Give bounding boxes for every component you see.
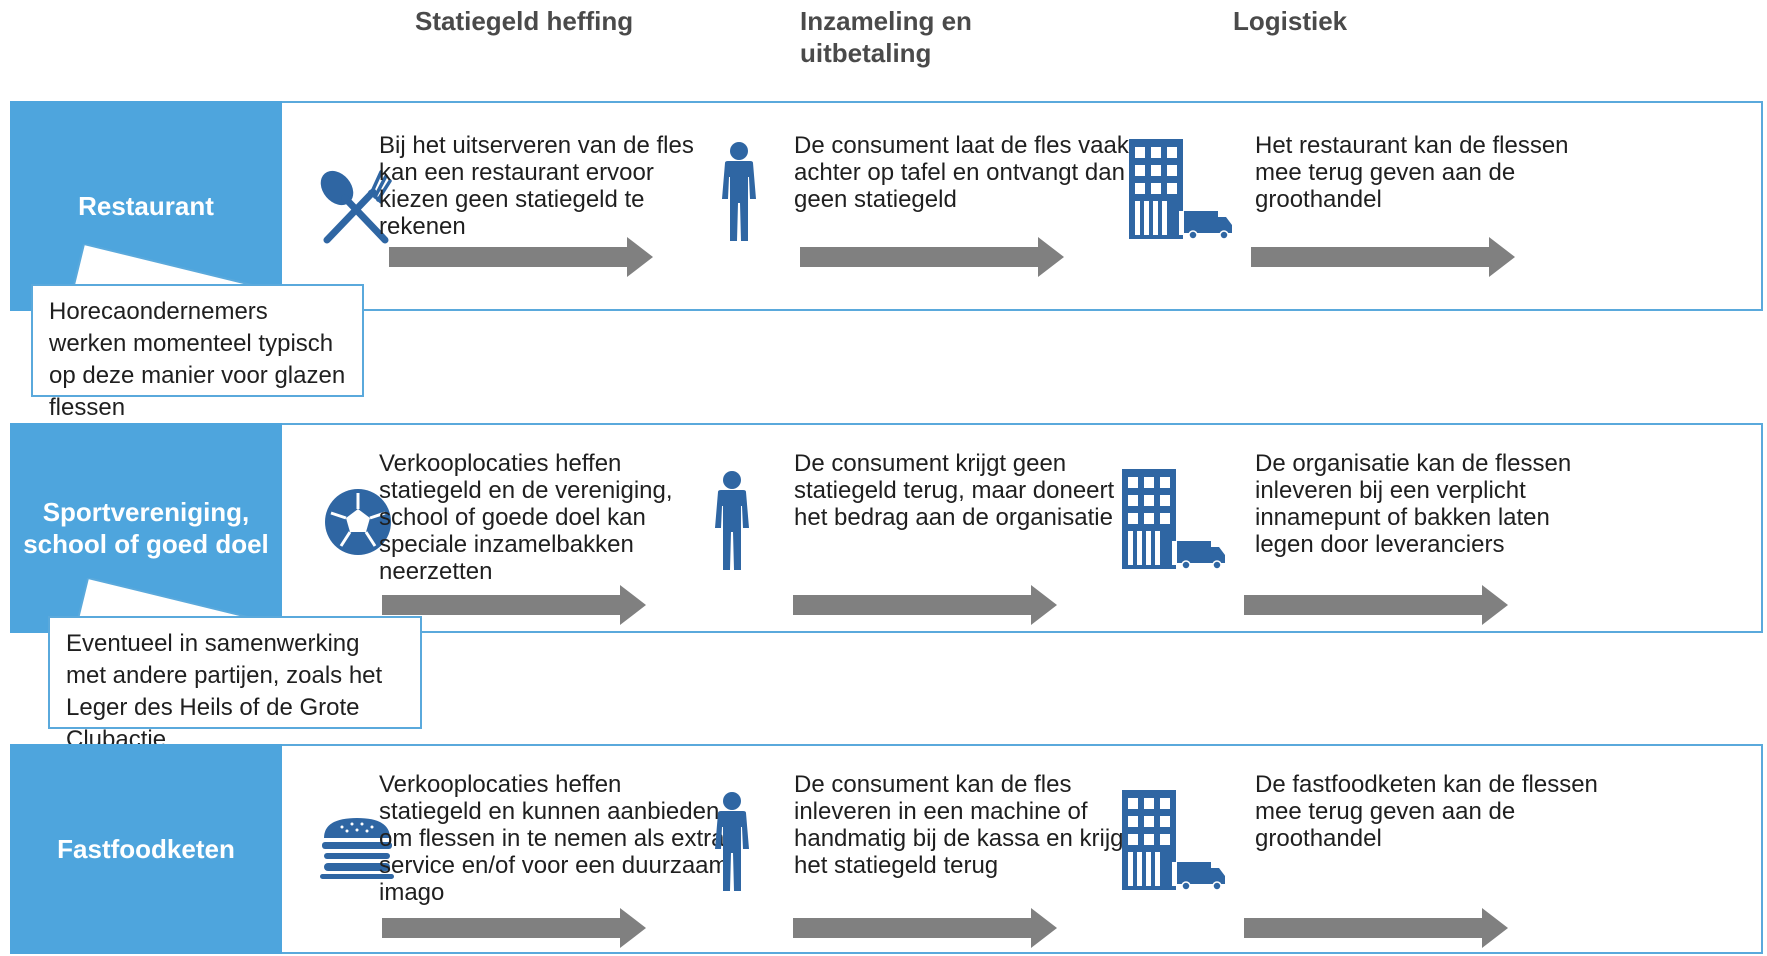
restaurant-inzameling-text: De consument laat de fles vaak achter op… xyxy=(794,132,1129,213)
soccer-ball-icon xyxy=(325,489,391,555)
person-icon xyxy=(719,141,759,241)
cutlery-icon xyxy=(320,170,392,244)
callout-samenwerking: Eventueel in samenwerking met andere par… xyxy=(48,616,422,753)
burger-icon xyxy=(320,818,394,879)
row-label-text: Sportvereniging, school of goed doel xyxy=(23,497,269,559)
column-header-inzameling-line1: Inzameling en xyxy=(800,6,972,36)
person-icon xyxy=(712,470,752,570)
building-truck-icon xyxy=(1122,469,1226,569)
building-truck-icon xyxy=(1129,139,1233,239)
arrow-right xyxy=(1251,237,1515,277)
restaurant-statiegeld-text: Bij het uitserveren van de fles kan een … xyxy=(379,132,694,240)
column-header-statiegeld-heffing: Statiegeld heffing xyxy=(415,6,634,36)
arrow-right xyxy=(1244,585,1508,625)
arrow-right xyxy=(389,237,653,277)
callout-tail xyxy=(73,244,252,286)
column-header-inzameling-line2: uitbetaling xyxy=(800,38,932,68)
arrow-right xyxy=(1244,908,1508,948)
arrow-right xyxy=(793,908,1057,948)
sport-logistiek-text: De organisatie kan de flessen inleveren … xyxy=(1255,450,1572,558)
row-label-fastfoodketen: Fastfoodketen xyxy=(10,744,282,954)
fastfood-inzameling-text: De consument kan de fles inleveren in ee… xyxy=(794,771,1131,879)
row-label-text: Fastfoodketen xyxy=(57,834,235,864)
row-fastfoodketen: Fastfoodketen Verkooplocaties heffen sta… xyxy=(10,744,1763,954)
person-icon xyxy=(712,791,752,891)
restaurant-logistiek-text: Het restaurant kan de flessen mee terug … xyxy=(1255,132,1569,213)
building-truck-icon xyxy=(1122,790,1226,890)
row-label-sportvereniging: Sportvereniging, school of goed doel xyxy=(10,423,282,633)
column-header-inzameling: Inzameling en uitbetaling xyxy=(800,5,972,69)
fastfood-logistiek-text: De fastfoodketen kan de flessen mee teru… xyxy=(1255,771,1598,852)
row-label-text: Restaurant xyxy=(78,191,214,221)
callout-horeca: Horecaondernemers werken momenteel typis… xyxy=(31,284,364,421)
row-sportvereniging: Sportvereniging, school of goed doel Ver… xyxy=(10,423,1763,633)
arrow-right xyxy=(793,585,1057,625)
sport-statiegeld-text: Verkooplocaties heffen statiegeld en de … xyxy=(379,450,673,585)
column-header-logistiek: Logistiek xyxy=(1233,6,1348,36)
row-restaurant: Restaurant Bij het uitserveren van de fl… xyxy=(10,101,1763,311)
callout-tail xyxy=(77,578,256,620)
fastfood-statiegeld-text: Verkooplocaties heffen statiegeld en kun… xyxy=(379,771,729,906)
sport-inzameling-text: De consument krijgt geen statiegeld teru… xyxy=(794,450,1115,531)
arrow-right xyxy=(382,908,646,948)
arrow-right xyxy=(800,237,1064,277)
